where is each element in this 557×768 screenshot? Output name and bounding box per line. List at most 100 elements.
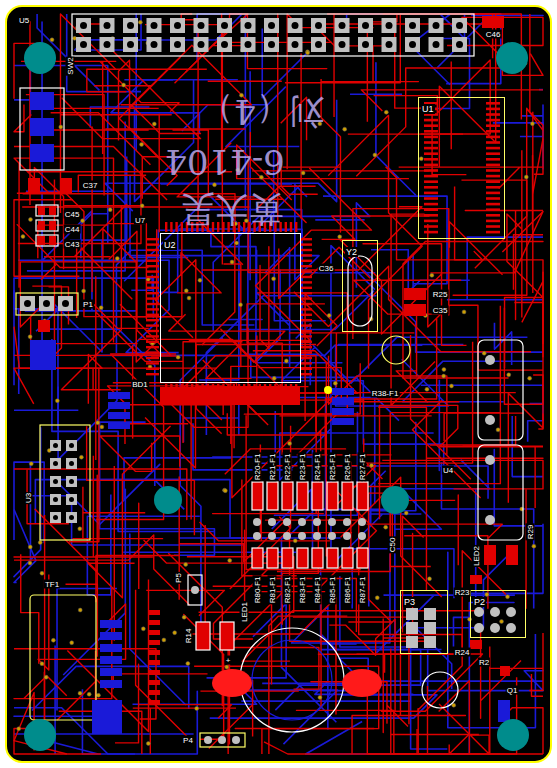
copper-trace [447,237,543,300]
ic-pin [301,292,312,294]
pcb-graphic [24,42,56,74]
copper-trace [310,247,370,278]
pad-hole [456,22,463,29]
ic-pin [486,136,500,139]
copper-trace [451,61,452,149]
via [223,488,227,492]
pad [191,586,199,594]
resistor-pad [312,482,323,510]
copper-trace [228,648,319,754]
copper-trace [60,14,115,213]
ic-pin [486,225,500,228]
pad [283,518,291,526]
copper-trace [348,493,393,622]
led-pad [220,622,234,650]
via [482,351,486,355]
resistor-pad [282,548,293,568]
resistor-pad [252,482,263,510]
via [173,631,177,635]
copper-trace [14,588,112,699]
via [198,278,202,282]
copper-trace [455,187,543,344]
copper-trace [289,333,414,387]
silkscreen-label: LED1 [240,601,249,623]
header-pad [311,18,326,33]
pcb-graphic [24,719,56,751]
pad [283,532,291,540]
pad-hole [127,22,134,29]
capacitor-pad [404,304,426,316]
header-pad [217,18,232,33]
ref-designator: P3 [403,597,416,607]
pad [253,532,261,540]
via [301,171,305,175]
header-pad [405,37,420,52]
via [186,661,190,665]
header-pad [100,37,115,52]
silkscreen-label: U5 [18,16,30,25]
pad-hole [221,22,228,29]
header-pad [335,37,350,52]
ic-pin [486,164,500,167]
copper-trace [208,81,282,82]
slot-pad [148,700,160,705]
pad-hole [339,22,346,29]
pad-hole [151,41,158,48]
ic-pin [301,287,312,289]
ic-pin [486,113,500,116]
smd-pad [108,422,130,429]
copper-trace [14,409,78,411]
copper-trace [380,405,543,519]
header-pad [424,636,436,648]
header-pad [358,37,373,52]
silkscreen-label: P4 [182,736,194,745]
pad [506,623,516,633]
via [28,561,32,565]
via [162,638,166,642]
resistor-pad [297,482,308,510]
copper-trace [361,90,543,111]
ic-pin [301,243,312,245]
pcb-graphic [496,42,528,74]
copper-trace [247,304,325,455]
ic-pin [486,108,500,111]
copper-trace [160,183,291,185]
copper-trace [306,722,412,754]
pin1-marker [324,386,332,394]
copper-trace [329,619,395,711]
silkscreen-label: R85-F1 [328,576,337,605]
silkscreen-label: R26-F1 [343,453,352,482]
via [140,204,144,208]
connector-outline [478,340,523,440]
header-pad [288,18,303,33]
header-pad [264,18,279,33]
via [87,692,91,696]
header-pad [170,18,185,33]
copper-trace [493,123,543,170]
pad-hole [104,41,111,48]
via [138,20,142,24]
pad-hole [245,22,252,29]
header-pad [406,622,418,634]
pad [328,532,336,540]
copper-trace [340,239,442,334]
ic-pin [486,130,500,133]
copper-trace [77,244,133,318]
smd-pad [332,418,354,425]
ic-pin [146,368,159,370]
via [82,289,86,293]
ic-pin [301,373,312,375]
ref-designator: Y2 [345,247,358,257]
silkscreen-label: P1 [82,300,94,309]
ic-pin [146,287,159,289]
pad-hole [104,22,111,29]
via [306,51,310,55]
pcb-graphic [24,42,529,751]
pad-hole [198,22,205,29]
copper-trace [494,323,511,365]
card-slot-outline [30,595,96,720]
crystal-body [348,256,372,326]
switch-pad [30,92,54,110]
component-outline: U2 [160,233,301,383]
header-pad [311,37,326,52]
